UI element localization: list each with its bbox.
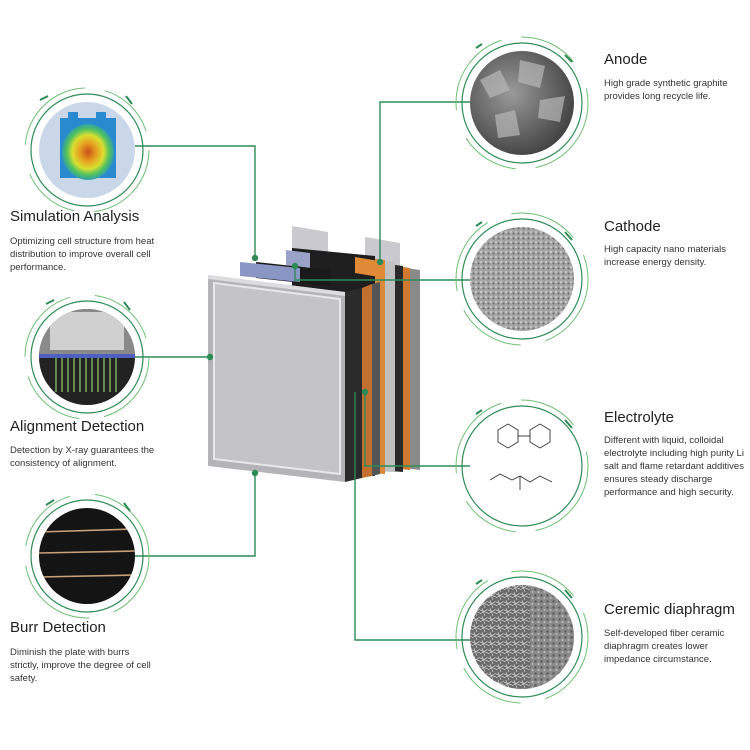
anode-title: Anode (604, 51, 648, 68)
battery-cell (208, 226, 420, 482)
simulation-circle (24, 87, 150, 213)
ceramic-desc: Self-developed fiber ceramic diaphragm c… (604, 628, 725, 665)
cathode-title: Cathode (604, 218, 661, 235)
alignment-title: Alignment Detection (10, 418, 145, 435)
cathode-desc: High capacity nano materials increase en… (604, 244, 726, 268)
connector-dots (206, 254, 384, 477)
ceramic-circle (455, 570, 589, 704)
simulation-title: Simulation Analysis (10, 208, 140, 225)
alignment-desc: Detection by X-ray guarantees the consis… (10, 445, 155, 469)
electrolyte-desc: Different with liquid, colloidal electro… (604, 435, 744, 498)
cathode-circle (455, 212, 589, 346)
anode-circle (455, 36, 589, 170)
anode-desc: High grade synthetic graphite provides l… (604, 78, 728, 102)
burr-title: Burr Detection (10, 619, 106, 636)
connector-lines (135, 101, 470, 641)
burr-circle (24, 493, 150, 619)
simulation-desc: Optimizing cell structure from heat dist… (10, 236, 155, 273)
burr-desc: Diminish the plate with burrs strictly, … (10, 647, 151, 684)
electrolyte-title: Electrolyte (604, 409, 675, 426)
electrolyte-circle (455, 399, 589, 533)
alignment-circle (24, 294, 150, 420)
ceramic-title: Ceremic diaphragm (604, 601, 735, 618)
